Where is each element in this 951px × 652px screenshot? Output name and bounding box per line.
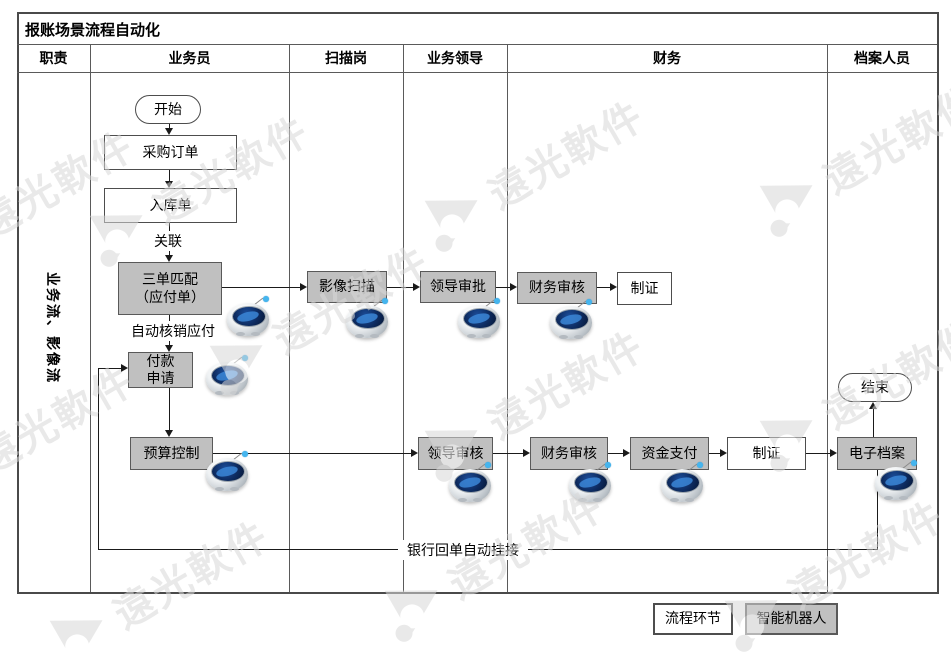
smart-robot-icon: [204, 355, 250, 397]
start-node: 开始: [135, 95, 201, 124]
step-purchase-order: 采购订单: [104, 135, 237, 170]
edge-label-bank-receipt: 银行回单自动挂接: [398, 540, 528, 560]
lane-divider-1: [90, 44, 91, 592]
connector: [597, 287, 611, 288]
arrowhead: [830, 449, 837, 457]
edge-label-auto-writeoff: 自动核销应付: [123, 321, 223, 341]
step-leader-approval: 领导审批: [420, 271, 496, 303]
lane-header-scanner: 扫描岗: [325, 50, 367, 66]
arrowhead: [165, 430, 173, 437]
arrowhead: [510, 283, 517, 291]
arrowhead: [411, 449, 418, 457]
edge-label-relate: 关联: [140, 231, 196, 251]
connector: [169, 124, 170, 129]
connector: [493, 453, 524, 454]
step-finance-audit-1: 财务审核: [517, 272, 597, 304]
end-node: 结束: [838, 373, 912, 402]
arrowhead: [413, 283, 420, 291]
smart-robot-icon: [873, 460, 919, 502]
step-payment-request-line2: 申请: [146, 370, 175, 386]
arrowhead: [121, 364, 128, 372]
step-warehouse-receipt: 入库单: [104, 188, 237, 223]
smart-robot-icon: [225, 296, 271, 338]
feedback-connector: [98, 368, 99, 549]
step-image-scan: 影像扫描: [307, 271, 387, 303]
connector: [608, 453, 624, 454]
connector: [496, 287, 511, 288]
connector: [169, 388, 170, 431]
side-label-flows: 业务流、影像流: [45, 272, 61, 384]
connector: [709, 453, 721, 454]
title-separator-line: [17, 44, 937, 45]
header-separator-line: [17, 72, 937, 73]
arrowhead: [165, 181, 173, 188]
step-three-way-match-line1: 三单匹配: [142, 271, 198, 287]
step-three-way-match: 三单匹配 （应付单）: [118, 262, 222, 315]
arrowhead: [610, 283, 617, 291]
step-finance-audit-2: 财务审核: [530, 437, 608, 470]
arrowhead: [165, 345, 173, 352]
connector: [169, 170, 170, 182]
smart-robot-icon: [548, 299, 594, 341]
lane-header-finance: 财务: [653, 50, 681, 66]
feedback-connector: [98, 368, 122, 369]
smart-robot-icon: [456, 298, 502, 340]
step-e-archive: 电子档案: [837, 437, 917, 470]
lane-divider-3: [403, 44, 404, 592]
legend-process-step: 流程环节: [653, 603, 733, 635]
connector: [806, 453, 831, 454]
connector: [222, 287, 301, 288]
arrowhead: [523, 449, 530, 457]
step-budget-control: 预算控制: [130, 437, 213, 470]
legend-smart-robot: 智能机器人: [745, 603, 838, 635]
arrowhead: [165, 255, 173, 262]
swimlane-table-border: [17, 12, 939, 594]
arrowhead: [300, 283, 307, 291]
step-three-way-match-line2: （应付单）: [135, 288, 205, 305]
arrowhead: [623, 449, 630, 457]
feedback-connector: [877, 470, 878, 549]
smart-robot-icon: [447, 462, 493, 504]
step-payment-request: 付款 申请: [128, 352, 193, 388]
smart-robot-icon: [344, 298, 390, 340]
step-payment-request-line1: 付款: [146, 352, 175, 369]
step-voucher-2: 制证: [727, 437, 806, 470]
lane-divider-2: [289, 44, 290, 592]
connector: [387, 287, 414, 288]
arrowhead: [869, 402, 877, 409]
ygsoft-logo-icon: [40, 594, 122, 652]
smart-robot-icon: [567, 462, 613, 504]
lane-header-clerk: 业务员: [168, 50, 211, 66]
lane-divider-5: [827, 44, 828, 592]
smart-robot-icon: [204, 451, 250, 493]
connector: [213, 453, 412, 454]
lane-header-archivist: 档案人员: [854, 50, 910, 66]
lane-header-duty: 职责: [39, 50, 68, 66]
lane-header-leader: 业务领导: [427, 50, 483, 66]
step-voucher-1: 制证: [617, 272, 672, 305]
lane-divider-4: [507, 44, 508, 592]
smart-robot-icon: [659, 462, 705, 504]
diagram-title: 报账场景流程自动化: [25, 22, 161, 39]
arrowhead: [165, 128, 173, 135]
step-fund-payment: 资金支付: [630, 437, 709, 470]
connector: [873, 408, 874, 437]
arrowhead: [720, 449, 727, 457]
